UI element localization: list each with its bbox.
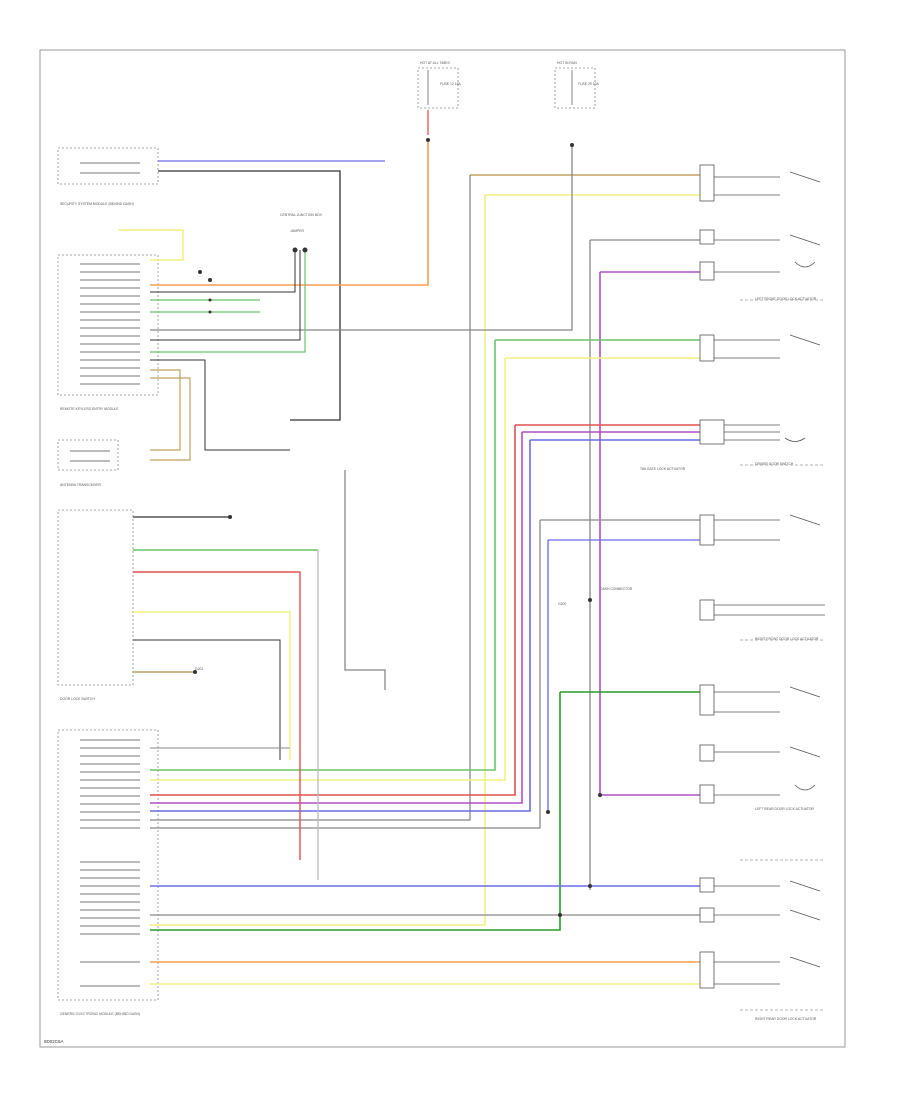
antenna-transceiver-label: ANTENNA TRANSCEIVER (60, 483, 102, 487)
wire-black-security (158, 170, 341, 421)
pin-stubs (70, 162, 140, 987)
security-system-module: SECURITY SYSTEM MODULE (BEHIND DASH) (57, 147, 159, 206)
hot-in-run-label: HOT IN RUN (557, 61, 577, 65)
diagram-frame (39, 49, 846, 1048)
wire-red-dls (133, 571, 301, 860)
ground-2-label: G201 (195, 667, 203, 671)
generic-electronic-module: GENERIC ELECTRONIC MODULE (BEHIND DASH) (57, 729, 159, 1016)
wire-gray-trunk (344, 470, 386, 690)
wire-red-multi-down (150, 425, 516, 796)
wire-black-keyless3 (150, 359, 290, 451)
splice-dots (193, 138, 602, 917)
wire-green-keyless3 (150, 250, 306, 353)
wire-yellow-keyless (118, 229, 184, 261)
right-side-labels: CENTRAL JUNCTION BOX LEFT FRONT DOOR LOC… (195, 213, 819, 1021)
central-junction-box-label: CENTRAL JUNCTION BOX (280, 213, 323, 217)
wire-gray-rf-down (150, 520, 541, 829)
connectors-right (699, 164, 725, 989)
page-code: 9D02C6A (44, 1039, 64, 1044)
right-dividers (740, 299, 825, 1011)
wire-blue-multi-down (150, 440, 531, 812)
generic-module-label: GENERIC ELECTRONIC MODULE (BEHIND DASH) (60, 1012, 140, 1016)
wire-purple-multi-down (150, 432, 523, 804)
fuse-12-label: FUSE 12 15A (440, 82, 461, 86)
wire-olive-down (150, 175, 471, 821)
door-lock-switch: DOOR LOCK SWITCH (57, 509, 134, 701)
wire-yellow-mid-down (150, 358, 506, 781)
antenna-transceiver: ANTENNA TRANSCEIVER (57, 439, 119, 487)
wire-orange-feed (150, 140, 429, 286)
wire-green-lr-down (150, 692, 561, 931)
hot-at-all-times-label: HOT AT ALL TIMES (420, 61, 451, 65)
fuse-29-label: FUSE 29 10A (578, 82, 599, 86)
wire-green-mid-down (150, 340, 496, 771)
wire-olive-keyless (150, 369, 181, 451)
ground-label: G200 (558, 602, 566, 606)
wire-black-dls2 (133, 639, 281, 760)
fuse-block-hot-in-run: HOT IN RUN FUSE 29 10A (554, 61, 599, 109)
security-module-label: SECURITY SYSTEM MODULE (BEHIND DASH) (60, 202, 134, 206)
wire-yellow-dls (133, 611, 291, 760)
wire-yellow-down (150, 195, 486, 926)
wire-black-keyless2 (150, 250, 296, 293)
tailgate-actuator-label: TAILGATE LOCK ACTUATOR (640, 467, 686, 471)
wire-purple-down (599, 272, 700, 796)
keyless-entry-label: REMOTE KEYLESS ENTRY MODULE (60, 407, 119, 411)
driver-door-switch-label: DRIVER DOOR SWITCH (755, 462, 794, 466)
door-lock-switch-label: DOOR LOCK SWITCH (60, 697, 95, 701)
keyless-entry-module: REMOTE KEYLESS ENTRY MODULE (57, 254, 159, 411)
lf-door-actuator-label: LEFT FRONT DOOR LOCK ACTUATOR (755, 297, 817, 301)
rf-door-actuator-label: RIGHT FRONT DOOR LOCK ACTUATOR (755, 637, 819, 641)
wires (118, 110, 720, 985)
rr-door-actuator-label: RIGHT REAR DOOR LOCK ACTUATOR (755, 1017, 817, 1021)
wire-olive-keyless2 (150, 377, 191, 461)
dash-connector-label: DASH CONNECTOR (600, 587, 633, 591)
jumper-label: JUMPER (290, 229, 304, 233)
switch-symbols (714, 171, 825, 985)
lr-door-actuator-label: LEFT REAR DOOR LOCK ACTUATOR (755, 807, 815, 811)
wire-black-keyless (150, 250, 301, 341)
wire-gray-fuse29 (150, 145, 573, 331)
fuse-block-hot-at-all-times: HOT AT ALL TIMES FUSE 12 15A (417, 61, 461, 109)
